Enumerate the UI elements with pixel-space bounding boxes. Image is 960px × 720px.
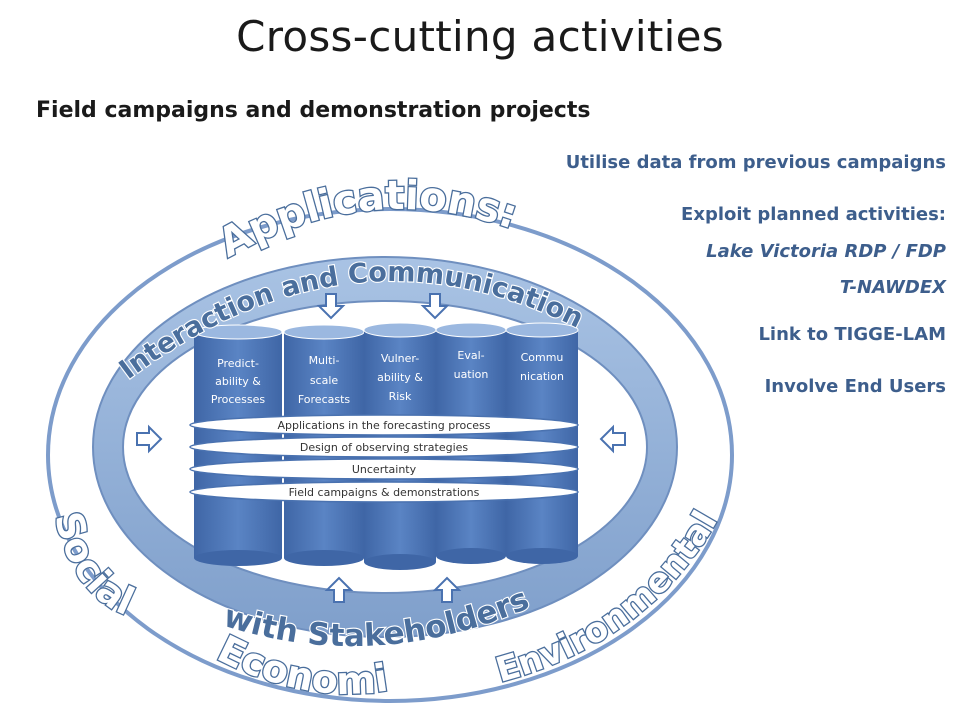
column-label-2b: scale <box>310 374 339 387</box>
band-observing <box>189 436 579 458</box>
arrow-up-right-icon <box>432 576 462 603</box>
band-label-observing: Design of observing strategies <box>300 441 469 454</box>
arrow-down-right-icon <box>420 293 450 320</box>
bullet-t-nawdex: T-NAWDEX <box>839 277 946 298</box>
bullet-tigge-lam: Link to TIGGE-LAM <box>758 324 946 345</box>
band-field-campaigns <box>189 481 579 503</box>
column-label-3a: Vulner- <box>381 352 419 365</box>
band-label-uncertainty: Uncertainty <box>352 463 417 476</box>
column-label-5a: Commu <box>521 351 564 364</box>
column-label-5b: nication <box>520 370 564 383</box>
band-label-field-campaigns: Field campaigns & demonstrations <box>289 486 480 499</box>
band-applications <box>189 414 579 436</box>
band-label-applications: Applications in the forecasting process <box>277 419 490 432</box>
column-label-2c: Forecasts <box>298 393 351 406</box>
column-label-3c: Risk <box>389 390 412 403</box>
arrow-up-left-icon <box>324 576 354 603</box>
slide-subtitle: Field campaigns and demonstration projec… <box>36 98 591 123</box>
column-label-1a: Predict- <box>217 357 259 370</box>
arrow-down-left-icon <box>316 293 346 320</box>
bullet-utilise-data: Utilise data from previous campaigns <box>565 152 946 173</box>
column-label-1b: ability & <box>215 375 261 388</box>
column-label-3b: ability & <box>377 371 423 384</box>
bullet-lake-victoria: Lake Victoria RDP / FDP <box>706 241 946 262</box>
arrow-right-icon <box>136 424 163 454</box>
column-label-1c: Processes <box>211 393 265 406</box>
bullet-exploit-activities: Exploit planned activities: <box>681 204 946 225</box>
column-label-2a: Multi- <box>309 354 340 367</box>
arrow-left-icon <box>599 424 626 454</box>
column-label-4b: uation <box>454 368 489 381</box>
band-uncertainty <box>189 458 579 480</box>
bullet-end-users: Involve End Users <box>764 376 946 397</box>
slide-title: Cross-cutting activities <box>236 12 724 61</box>
column-label-4a: Eval- <box>457 349 484 362</box>
